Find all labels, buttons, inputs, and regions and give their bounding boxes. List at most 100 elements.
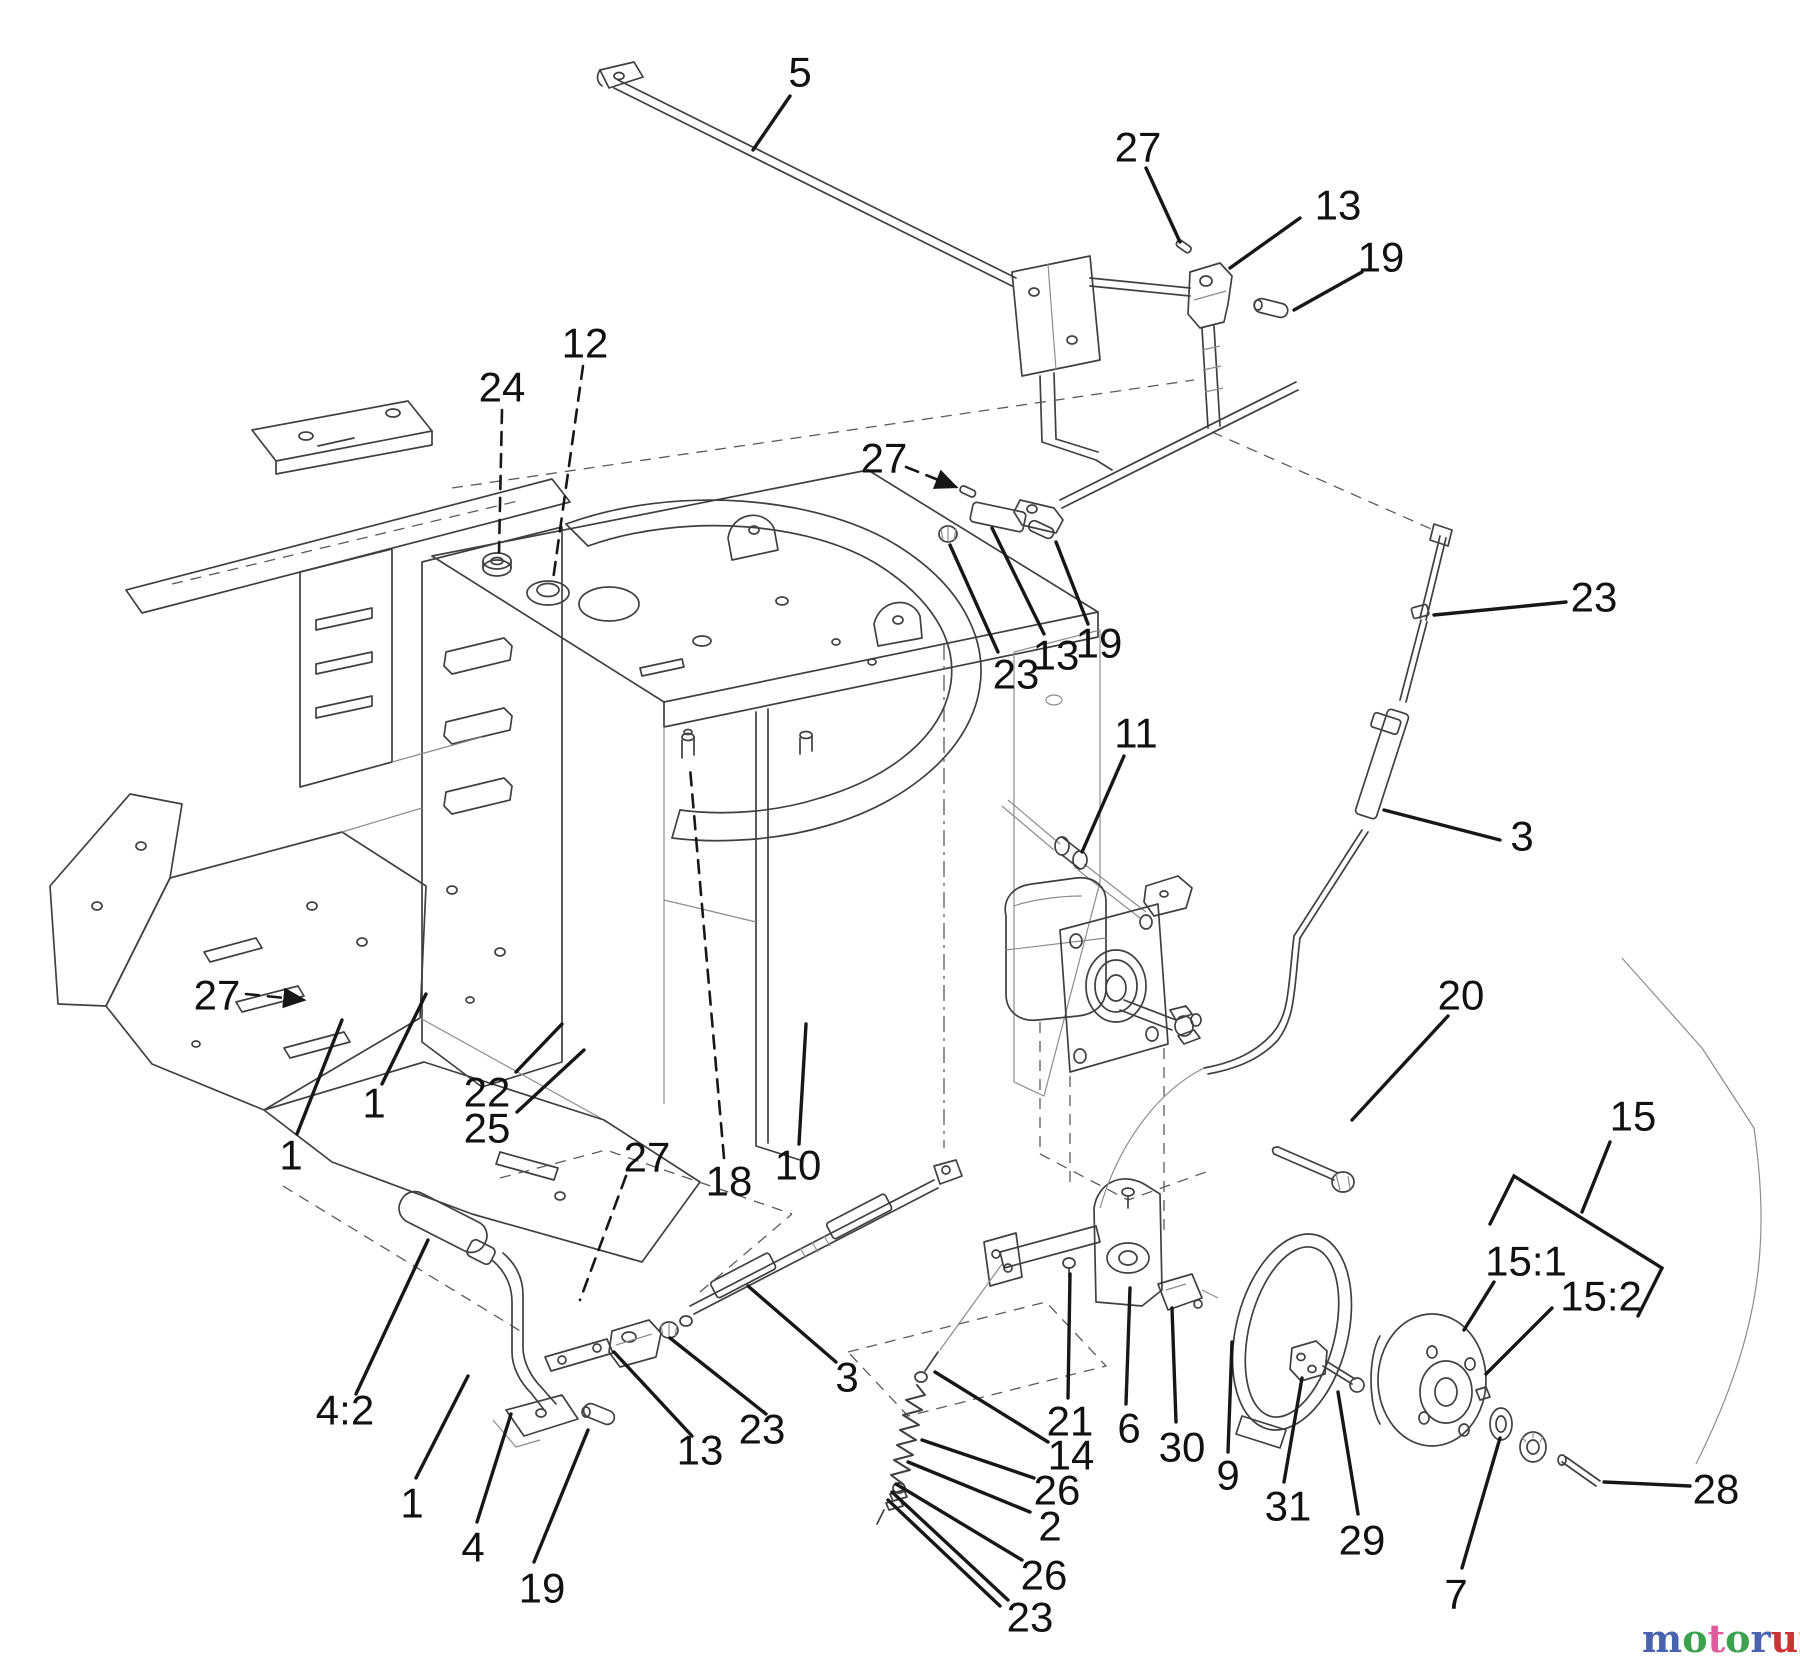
callout-label-11: 11 [1114,710,1158,757]
leader-extra-15 [1488,1173,1665,1318]
frame-chassis [49,400,701,1263]
leader-line-23 [1432,600,1568,617]
leader-line-15 [1580,1140,1612,1214]
callout-label-10: 10 [775,1142,822,1189]
leader-line-1 [295,1018,344,1136]
leader-line-11 [1080,754,1126,854]
callout-label-13: 13 [1033,632,1080,679]
leader-line-27 [578,1174,628,1302]
bolt-18-target [681,728,695,759]
leader-line-23 [948,543,1000,654]
fender-outline [1621,957,1762,1465]
callout-label-13: 13 [677,1427,724,1474]
leader-line-1 [380,992,428,1086]
leader-line-5 [751,94,792,152]
callout-label-19: 19 [1358,234,1405,281]
leader-line-13 [612,1350,694,1438]
cap-24 [482,552,512,577]
upper-clevis-linkage [451,239,1439,533]
callout-label-12: 12 [562,320,609,367]
bolt-target-2 [799,730,813,755]
leader-line-9 [1226,1340,1234,1454]
leader-line-6 [1124,1286,1132,1406]
callout-label-15:2: 15:2 [1560,1273,1642,1320]
leader-line-4:2 [354,1238,430,1396]
leader-line-14 [933,1370,1050,1444]
brake-drum-15 [1271,1146,1601,1487]
callout-label-1: 1 [400,1480,423,1527]
leader-line-13 [1228,216,1302,270]
leader-line-30 [1170,1306,1178,1424]
leader-line-19 [532,1428,590,1564]
motoruf-watermark[interactable]: motoruf.de [1642,1616,1800,1661]
leader-line-22 [514,1022,564,1074]
key-15-2 [1475,1386,1491,1401]
leader-line-31 [1282,1376,1304,1484]
callout-label-2: 2 [1038,1503,1061,1550]
callout-label-3: 3 [835,1354,858,1401]
leader-line-1 [414,1374,470,1480]
pin-19-lower [582,1402,616,1426]
callout-label-9: 9 [1216,1452,1239,1499]
callout-label-19: 19 [519,1565,566,1612]
callout-label-27: 27 [861,435,908,482]
control-rod-5 [596,61,1017,287]
callout-label-21: 21 [1047,1398,1094,1445]
leader-line-25 [515,1048,586,1114]
callout-label-22: 22 [464,1069,511,1116]
callout-label-24: 24 [479,364,526,411]
callout-label-6: 6 [1117,1405,1140,1452]
leader-lines [244,94,1692,1608]
callout-label-23: 23 [1007,1594,1054,1641]
pin-19-mid [1027,519,1055,540]
callout-label-28: 28 [1693,1466,1740,1513]
callout-label-7: 7 [1444,1571,1467,1618]
leader-line-7 [1460,1436,1502,1570]
leader-line-26 [920,1438,1036,1480]
leader-line-10 [797,1022,808,1146]
callout-label-30: 30 [1159,1424,1206,1471]
callout-label-1: 1 [279,1132,302,1179]
grip-4-2 [398,1190,488,1254]
callout-label-27: 27 [194,972,241,1019]
brake-cable-3-right [1099,523,1453,1209]
brake-band-9 [1231,1233,1353,1449]
turnbuckle-13 [969,501,1027,533]
cotter-pin-28 [1557,1454,1601,1487]
callout-label-23: 23 [993,651,1040,698]
callout-label-3: 3 [1510,813,1533,860]
leader-line-3 [746,1284,838,1364]
cable-clamp-30 [1157,1273,1219,1311]
leader-line-28 [1602,1480,1692,1488]
leader-line-26 [894,1482,1024,1562]
leader-line-21 [1066,1272,1072,1400]
leader-line-15:2 [1484,1306,1554,1376]
anchor-31 [1289,1340,1328,1382]
leader-line-27 [244,987,307,1009]
callout-label-23: 23 [1571,574,1618,621]
leader-line-13 [990,526,1046,636]
callout-label-1: 1 [362,1080,385,1127]
leader-line-27 [904,465,959,489]
leader-line-27 [1144,166,1182,244]
callout-labels: 527131924122723131911233201515:115:22827… [194,49,1740,1641]
brake-pivot-bracket [939,1178,1219,1351]
spring-2 [890,1384,926,1485]
brake-rod-3-lower [689,1159,963,1315]
leader-line-15:1 [1462,1280,1496,1332]
leader-line-2 [906,1460,1032,1514]
leader-line-18 [688,766,726,1160]
callout-label-19: 19 [1076,620,1123,667]
seat-tube-frame [565,499,1193,917]
leader-line-4 [475,1412,513,1524]
grommet-12 [526,580,570,606]
pin-27-top [1175,239,1192,254]
exploded-view-artwork [49,61,1762,1525]
leader-line-19 [1292,270,1364,312]
callout-label-26: 26 [1034,1467,1081,1514]
callout-label-13: 13 [1315,182,1362,229]
castle-nut [1519,1431,1547,1463]
bolt-29 [1322,1360,1365,1393]
callout-label-23: 23 [739,1406,786,1453]
